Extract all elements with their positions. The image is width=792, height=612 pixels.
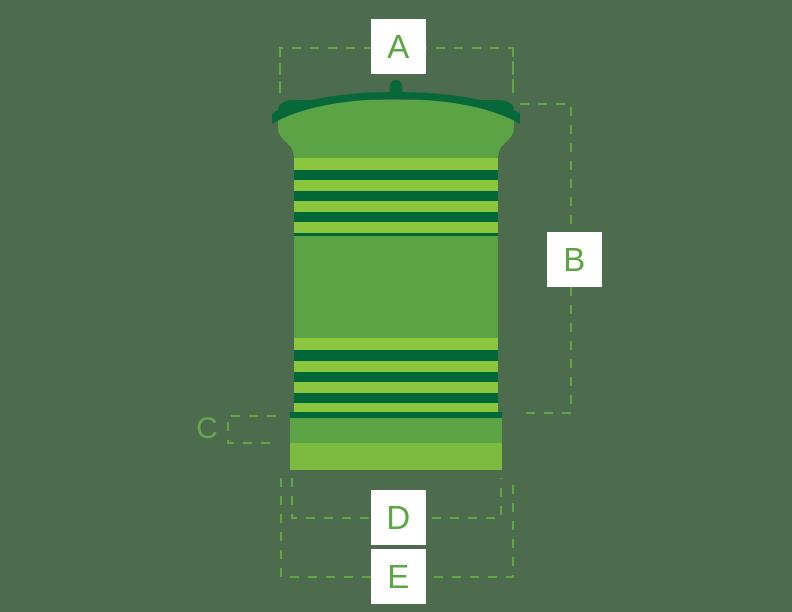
rib-light — [278, 158, 514, 170]
rib-dark — [278, 191, 514, 201]
upper-rib-band-group — [278, 158, 514, 236]
guide-tick-marks — [279, 48, 514, 93]
cap-nub-icon — [389, 80, 403, 96]
dimension-label-a: A — [371, 19, 426, 74]
rib-dark — [278, 212, 514, 222]
base-light-band — [278, 443, 514, 470]
base-band-group — [278, 443, 514, 470]
rib-dark — [278, 170, 514, 180]
rib-dark — [278, 350, 514, 361]
dimension-label-d: D — [371, 490, 426, 545]
cap-rim-curve — [272, 92, 520, 124]
dimension-label-b-text: B — [563, 241, 586, 278]
dimension-label-c-text: C — [196, 412, 218, 445]
dimension-label-c: C — [190, 409, 224, 449]
container-body-group — [272, 80, 520, 470]
rib-dark — [278, 372, 514, 382]
rib-light — [278, 222, 514, 233]
rib-light — [278, 180, 514, 191]
guide-c-bracket — [227, 415, 276, 444]
rib-dark — [278, 412, 514, 418]
rib-dark — [278, 393, 514, 403]
dimension-label-e: E — [371, 549, 426, 604]
rib-light — [278, 403, 514, 412]
dimension-label-b: B — [547, 232, 602, 287]
rib-light — [278, 201, 514, 212]
dimension-label-d-text: D — [386, 499, 411, 536]
dimension-label-e-text: E — [387, 558, 410, 595]
rib-light — [278, 361, 514, 372]
rib-light — [278, 382, 514, 393]
dimension-label-a-text: A — [387, 28, 410, 65]
guide-e-bracket — [280, 478, 514, 578]
rib-dark — [278, 233, 514, 236]
lower-rib-band-group — [278, 338, 514, 418]
rib-light — [278, 338, 514, 350]
